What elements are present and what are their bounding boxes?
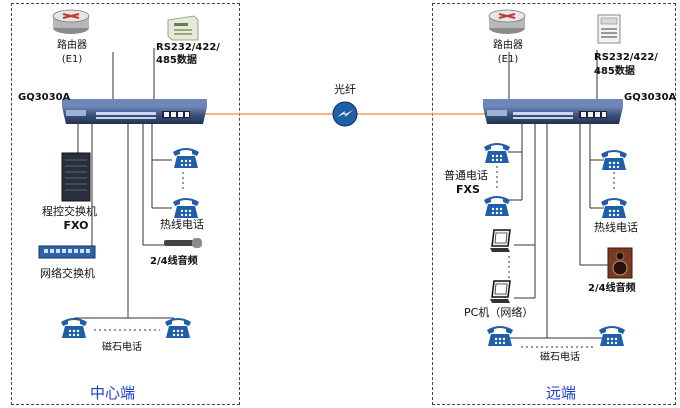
pc-icon (490, 229, 511, 252)
phone-icon (484, 143, 510, 163)
center-magneto-label: 磁石电话 (102, 342, 142, 353)
phone-icon (165, 318, 191, 338)
speaker-icon (607, 247, 633, 279)
remote-serial-label-1: RS232/422/ (594, 52, 658, 63)
remote-serial-label-2: 485数据 (594, 66, 635, 77)
remote-phone-sub: FXS (456, 183, 480, 196)
serial-device-icon (167, 15, 199, 41)
pbx-label: 程控交换机 (42, 205, 97, 218)
center-serial-label-2: 485数据 (156, 55, 197, 66)
pc-label: PC机（网络） (464, 306, 534, 319)
pbx-sub: FXO (63, 219, 89, 232)
microphone-icon (164, 238, 202, 248)
phone-icon (601, 150, 627, 170)
remote-site-title: 远端 (546, 384, 577, 402)
remote-device (483, 99, 623, 124)
phone-icon (487, 326, 513, 346)
remote-device-model: GQ3030A (624, 92, 677, 103)
router-icon (52, 9, 90, 34)
center-site-box (11, 3, 240, 405)
center-site-title: 中心端 (90, 384, 136, 402)
phone-icon (173, 198, 199, 218)
fiber-label: 光纤 (334, 83, 356, 96)
center-device (62, 99, 207, 124)
phone-icon (61, 318, 87, 338)
phone-icon (601, 198, 627, 218)
router-icon (488, 9, 526, 34)
remote-router-sub: (E1) (497, 54, 519, 65)
phone-icon (173, 148, 199, 168)
pc-icon (490, 280, 511, 303)
pbx-icon (61, 152, 91, 202)
remote-hotline-label: 热线电话 (594, 221, 638, 234)
phone-icon (484, 196, 510, 216)
remote-router-label: 路由器 (493, 40, 523, 51)
remote-site-box (432, 3, 676, 405)
center-router-label: 路由器 (57, 40, 87, 51)
center-audio-label: 2/4线音频 (150, 256, 198, 267)
meter-icon (597, 14, 621, 44)
remote-phone-label: 普通电话 (444, 169, 488, 182)
fiber-icon (332, 101, 358, 127)
center-router-sub: (E1) (61, 54, 83, 65)
remote-magneto-label: 磁石电话 (540, 352, 580, 363)
network-switch-label: 网络交换机 (40, 267, 95, 280)
network-switch-icon (38, 245, 96, 259)
remote-audio-label: 2/4线音频 (588, 283, 636, 294)
phone-icon (599, 326, 625, 346)
center-serial-label-1: RS232/422/ (156, 42, 220, 53)
center-device-model: GQ3030A (18, 92, 71, 103)
center-hotline-label: 热线电话 (160, 218, 204, 231)
